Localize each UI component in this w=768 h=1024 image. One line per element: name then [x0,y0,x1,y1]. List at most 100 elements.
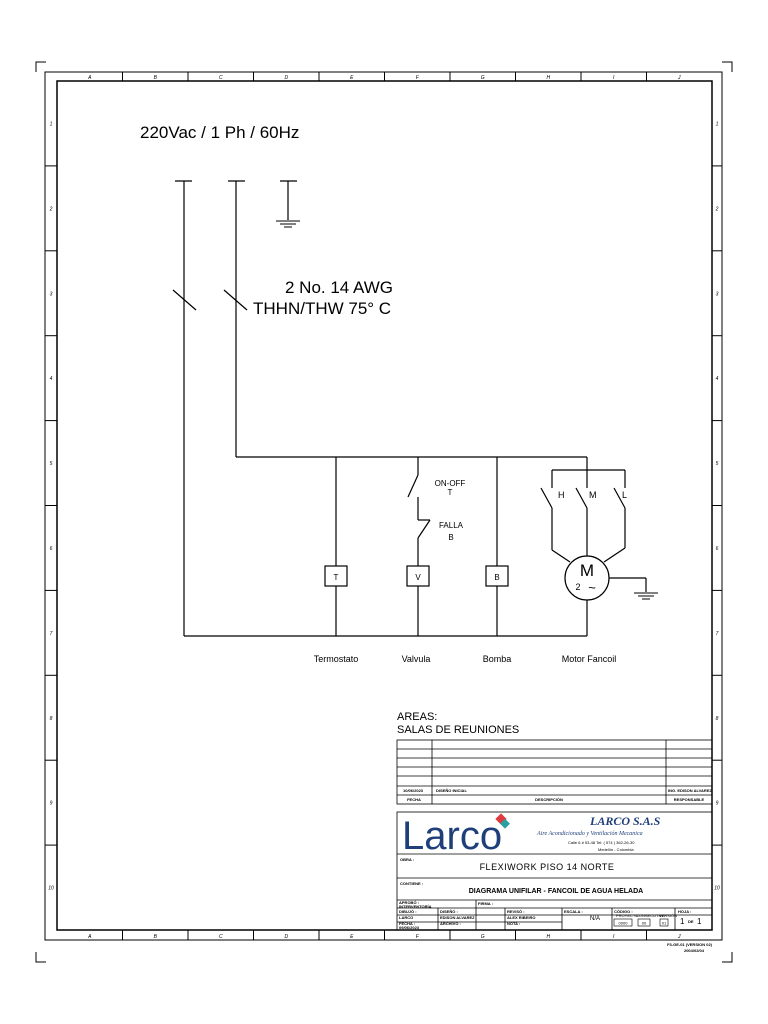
dibujo-value: LARCO [399,915,413,920]
column-label: D [284,934,288,940]
supply-conductors [172,180,297,636]
motor-ac-symbol: ~ [588,580,596,595]
escala-value: N/A [590,916,600,922]
column-label: A [87,934,92,940]
load-label-motor: Motor Fancoil [562,654,617,664]
column-label: G [481,75,485,81]
revision-header-fecha: FECHA [407,797,421,802]
form-code-line2: 2004/02/04 [684,948,705,953]
proyecto-value: 0000 [619,921,629,926]
column-label: G [481,934,485,940]
company-name: LARCO S.A.S [589,814,661,828]
contiene-label: CONTIENE : [400,881,423,886]
ground-symbol-motor [634,592,658,600]
diseno-label: DISEÑÓ : [440,909,458,914]
column-label: C [219,934,223,940]
column-label: B [154,75,158,81]
cable-label-line1: 2 No. 14 AWG [285,278,393,297]
border-grid-ticks [45,72,722,940]
column-label: I [613,934,615,940]
row-label: 8 [50,716,53,722]
row-label: 7 [50,631,53,637]
column-label: D [284,75,288,81]
inner-border [56,80,713,931]
column-label: B [154,934,158,940]
row-label: 5 [50,461,53,467]
hoja-de: DE [688,919,694,924]
row-label: 1 [716,121,719,127]
larco-logo: Larco [402,813,510,858]
column-label: J [677,934,681,940]
column-label: J [677,75,681,81]
column-label: H [546,934,550,940]
nota-label: NOTA : [507,921,520,926]
obra-value: FLEXIWORK PISO 14 NORTE [480,862,615,872]
contiene-value: DIAGRAMA UNIFILAR - FANCOIL DE AGUA HELA… [469,888,643,895]
row-label: 6 [50,546,53,552]
column-label: E [350,75,354,81]
areas-title: AREAS: [397,711,437,723]
bomba-box-label: B [494,573,499,582]
switch-onoff-sub: T [448,488,453,497]
revision-table [396,739,713,805]
row-label: 10 [48,886,54,892]
company-address: Calle 6 # 53-48 Tel: ( 574 ) 362-26-30 [568,840,635,845]
version-label: VERSIÓN [659,913,677,918]
speed-label-h: H [558,490,565,500]
title-block-frame [396,811,713,931]
row-label: 1 [50,121,53,127]
speed-label-m: M [589,490,597,500]
hoja-label: HOJA : [678,909,691,914]
column-label: I [613,75,615,81]
row-label: 3 [50,291,53,297]
revisado-value: ALEX RIBEIRO [507,915,535,920]
column-label: E [350,934,354,940]
revision-responsible: ING. EDISON ALVAREZ [668,788,712,793]
codigo-label: CÓDIGO : [614,909,633,914]
codigo-boxes [613,918,669,927]
speed-label-l: L [622,490,627,500]
column-label: F [416,934,420,940]
motor-phase: 2 [575,582,580,592]
row-label: 9 [716,801,719,807]
revision-description: DISEÑO INICIAL [436,788,467,793]
firma-label: FIRMA : [478,901,493,906]
consecutivo-value: 00 [642,921,647,926]
row-label: 10 [714,886,720,892]
form-code-line1: F3-GE-01 (VERSION 02) [667,942,713,947]
hoja-value: 1 [680,917,685,926]
company-tagline: Aire Acondicionado y Ventilación Mecanic… [536,831,643,837]
row-label: 7 [716,631,719,637]
consecutivo-label: CONSECUTIVO [636,913,665,918]
svg-text:Larco: Larco [402,814,502,858]
supply-label: 220Vac / 1 Ph / 60Hz [140,123,299,142]
ground-symbol-supply [276,220,300,228]
aprobo-value: INTERVENTORÍA [399,904,432,909]
valvula-branch [406,457,431,636]
revisado-label: REVISÓ : [507,909,525,914]
revision-header-descripcion: DESCRIPCIÓN [535,797,563,802]
row-label: 8 [716,716,719,722]
version-value: 01 [662,921,667,926]
proyecto-label: PROYECTO [616,913,638,918]
crop-marks [35,61,733,963]
revision-header-responsable: RESPONSABLE [674,797,705,802]
row-label: 2 [49,206,53,212]
outer-border [44,71,723,941]
row-label: 6 [716,546,719,552]
row-label: 3 [716,291,719,297]
aprobo-label: APROBÓ : [399,900,419,905]
termostato-branch [324,457,348,636]
row-label: 4 [716,376,719,382]
termostato-box-label: T [334,573,339,582]
row-label: 4 [50,376,53,382]
hoja-total: 1 [697,917,702,926]
power-bus [184,456,587,637]
load-label-valvula: Valvula [402,654,431,664]
bomba-branch [485,457,509,636]
column-label: C [219,75,223,81]
archivo-label: ARCHIVO : [440,921,461,926]
switch-falla-sub: B [448,533,453,542]
